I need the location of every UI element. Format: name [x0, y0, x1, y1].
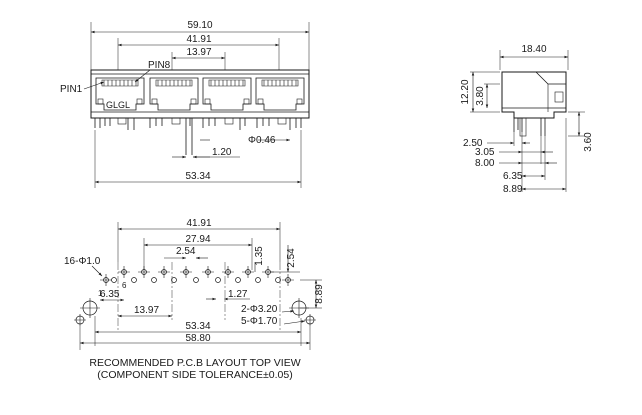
side-housing	[501, 71, 567, 119]
dim-pin-span: 53.34	[185, 171, 210, 182]
pcb-dim-13-97: 13.97	[134, 305, 159, 316]
pcb-dim-58-80: 58.80	[185, 333, 210, 344]
pin-number-6: 6	[122, 281, 127, 290]
pcb-layout-view: 41.91 27.94 2.54 1.35 2.54 16-Φ1.0	[64, 218, 325, 381]
dim-3-05: 3.05	[475, 147, 495, 158]
pin-number-1: 1	[98, 289, 103, 298]
dim-pin-dia: Φ0.46	[248, 135, 276, 146]
pcb-dim-53-34: 53.34	[185, 321, 210, 332]
dim-3-60: 3.60	[583, 132, 594, 152]
pcb-dim-27-94: 27.94	[185, 234, 210, 245]
callout-signal-holes: 5-Φ1.70	[241, 316, 278, 327]
label-led-marks: GLGL	[106, 100, 130, 110]
pcb-dim-2-54-v: 2.54	[286, 248, 297, 268]
dim-6-35: 6.35	[503, 171, 523, 182]
dim-depth: 18.40	[521, 44, 546, 55]
label-pin1: PIN1	[60, 84, 83, 95]
callout-mount-holes: 2-Φ3.20	[241, 304, 278, 315]
dim-overall-width: 59.10	[187, 20, 212, 31]
pcb-dim-6-35: 6.35	[100, 289, 120, 300]
side-stacked-dimensions: 2.50 3.05 8.00 6.35 8.89	[463, 118, 567, 195]
label-pin8: PIN8	[148, 60, 171, 71]
side-view: 18.40 12.20 3.80 3.60 2.50	[460, 44, 594, 195]
dim-port-pitch-span: 41.91	[186, 34, 211, 45]
front-view: 59.10 41.91 13.97	[60, 20, 310, 188]
rj45-ports	[95, 77, 305, 111]
callout-small-holes: 16-Φ1.0	[64, 256, 101, 267]
caption-line-1: RECOMMENDED P.C.B LAYOUT TOP VIEW	[89, 357, 300, 369]
pcb-dim-pitch-2-54: 2.54	[176, 246, 196, 257]
pcb-dim-1-35: 1.35	[254, 246, 265, 266]
pcb-holes	[74, 266, 316, 326]
dim-pin-step: 1.20	[212, 147, 232, 158]
dim-8-89: 8.89	[503, 184, 523, 195]
pcb-dim-1-27: 1.27	[228, 289, 248, 300]
front-lower-dimensions: Φ0.46 1.20 53.34	[94, 130, 302, 188]
dim-height: 12.20	[460, 79, 471, 104]
dim-2-50: 2.50	[463, 138, 483, 149]
pcb-dim-8-89: 8.89	[314, 284, 325, 304]
dim-opening-height: 3.80	[475, 86, 486, 106]
pcb-dim-port-pitch-span: 41.91	[186, 218, 211, 229]
front-pins	[94, 117, 302, 155]
dim-port-pitch: 13.97	[186, 47, 211, 58]
connector-housing	[90, 69, 310, 119]
caption-line-2: (COMPONENT SIDE TOLERANCE±0.05)	[97, 369, 292, 381]
dim-8-00: 8.00	[475, 158, 495, 169]
hole-row-lower	[111, 277, 281, 283]
front-dimensions: 59.10 41.91 13.97	[90, 20, 310, 76]
